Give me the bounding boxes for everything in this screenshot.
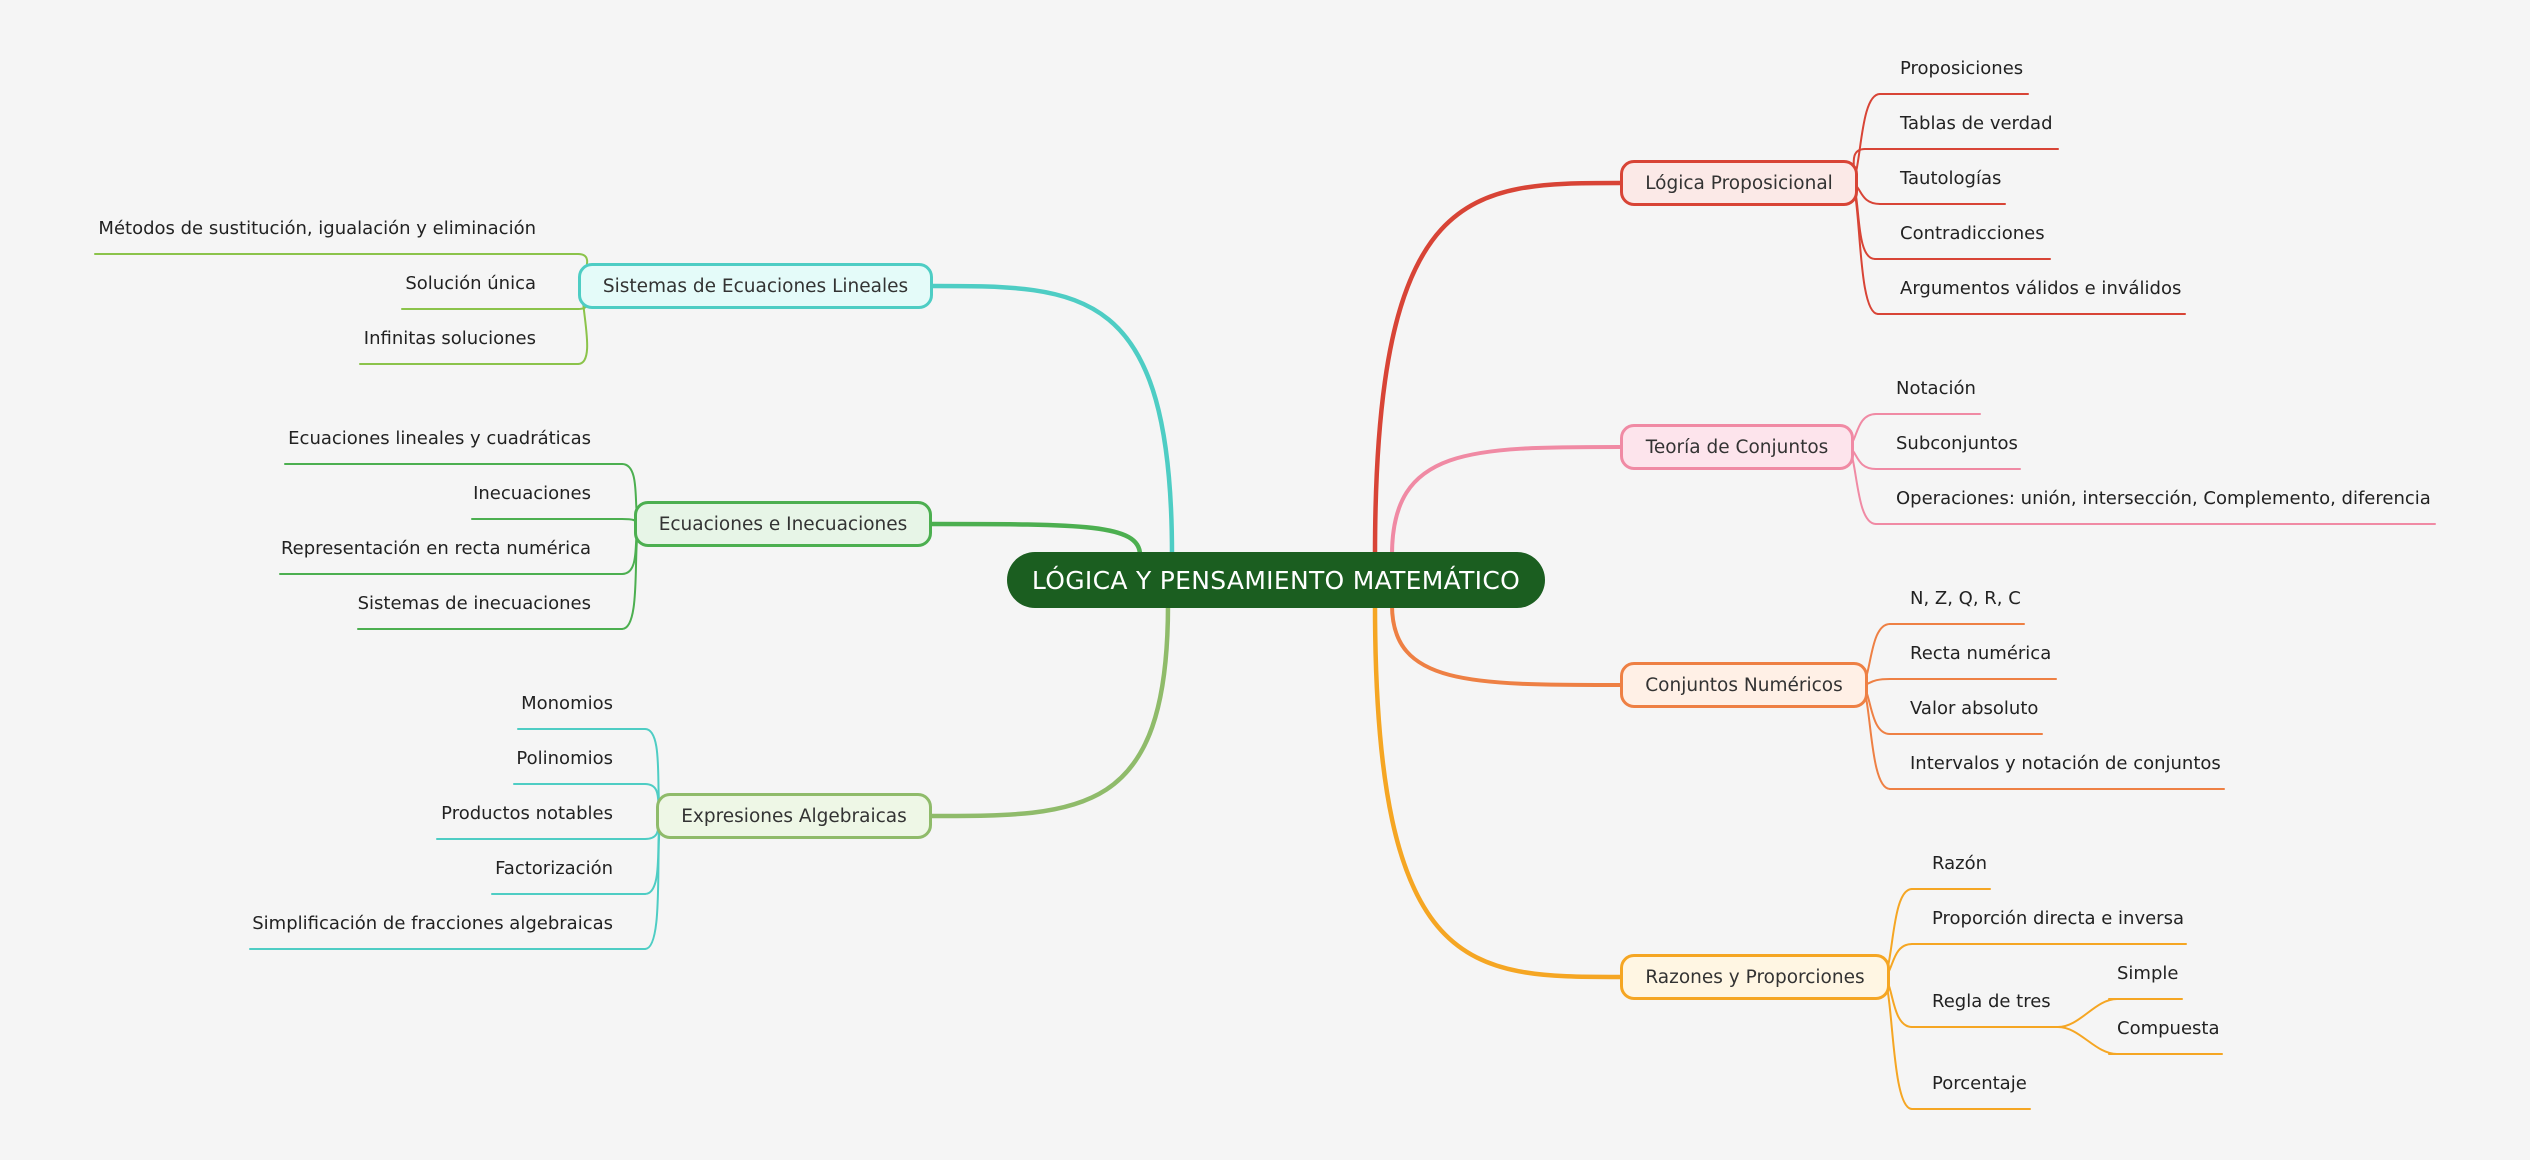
leaf-conjuntos-2[interactable]: Subconjuntos bbox=[1896, 433, 2018, 454]
leaf-ecuaciones-3[interactable]: Representación en recta numérica bbox=[280, 538, 591, 559]
expresiones-trunk-line bbox=[929, 602, 1171, 819]
leaf-logica-5[interactable]: Argumentos válidos e inválidos bbox=[1900, 278, 2182, 299]
leaf-razones-1[interactable]: Razón bbox=[1932, 853, 1988, 874]
leaf-conjuntos-3[interactable]: Operaciones: unión, intersección, Comple… bbox=[1896, 488, 2431, 509]
leaf-razones-3-2[interactable]: Compuesta bbox=[2117, 1018, 2220, 1039]
sistemas-trunk-line bbox=[930, 283, 1175, 558]
leaf-logica-3[interactable]: Tautologías bbox=[1900, 168, 2002, 189]
razones-sub-connector-2 bbox=[2057, 1026, 2118, 1055]
leaf-ecuaciones-4[interactable]: Sistemas de inecuaciones bbox=[357, 593, 591, 614]
leaf-numericos-3[interactable]: Valor absoluto bbox=[1910, 698, 2039, 719]
leaf-numericos-1[interactable]: N, Z, Q, R, C bbox=[1910, 588, 2021, 609]
branch-ecuaciones[interactable]: Ecuaciones e Inecuaciones bbox=[634, 501, 932, 547]
branch-sistemas[interactable]: Sistemas de Ecuaciones Lineales bbox=[578, 263, 933, 309]
leaf-numericos-4[interactable]: Intervalos y notación de conjuntos bbox=[1910, 753, 2221, 774]
leaf-conjuntos-1[interactable]: Notación bbox=[1896, 378, 1976, 399]
conjuntos-trunk-line bbox=[1390, 445, 1622, 557]
branch-numericos[interactable]: Conjuntos Numéricos bbox=[1620, 662, 1868, 708]
leaf-ecuaciones-2[interactable]: Inecuaciones bbox=[473, 483, 591, 504]
branch-razones[interactable]: Razones y Proporciones bbox=[1620, 954, 1890, 1000]
logica-trunk-line bbox=[1372, 180, 1623, 558]
leaf-ecuaciones-1[interactable]: Ecuaciones lineales y cuadráticas bbox=[288, 428, 591, 449]
razones-trunk-line bbox=[1372, 602, 1623, 980]
leaf-razones-2[interactable]: Proporción directa e inversa bbox=[1932, 908, 2184, 929]
leaf-sistemas-1[interactable]: Métodos de sustitución, igualación y eli… bbox=[98, 218, 536, 239]
leaf-razones-3-1[interactable]: Simple bbox=[2117, 963, 2179, 984]
leaf-expresiones-1[interactable]: Monomios bbox=[521, 693, 613, 714]
numericos-trunk-line bbox=[1390, 603, 1622, 687]
leaf-expresiones-2[interactable]: Polinomios bbox=[516, 748, 613, 769]
leaf-logica-4[interactable]: Contradicciones bbox=[1900, 223, 2045, 244]
central-topic[interactable]: LÓGICA Y PENSAMIENTO MATEMÁTICO bbox=[1007, 552, 1545, 608]
branch-expresiones[interactable]: Expresiones Algebraicas bbox=[656, 793, 932, 839]
leaf-sistemas-2[interactable]: Solución única bbox=[405, 273, 536, 294]
leaf-logica-2[interactable]: Tablas de verdad bbox=[1900, 113, 2053, 134]
razones-sub-connector-1 bbox=[2057, 998, 2118, 1028]
leaf-logica-1[interactable]: Proposiciones bbox=[1900, 58, 2024, 79]
leaf-expresiones-4[interactable]: Factorización bbox=[495, 858, 613, 879]
leaf-expresiones-3[interactable]: Productos notables bbox=[441, 803, 613, 824]
razones-leaf-connector-4 bbox=[1881, 976, 1913, 1110]
branch-logica[interactable]: Lógica Proposicional bbox=[1620, 160, 1858, 206]
leaf-numericos-2[interactable]: Recta numérica bbox=[1910, 643, 2052, 664]
leaf-razones-4[interactable]: Porcentaje bbox=[1932, 1073, 2027, 1094]
ecuaciones-trunk-line bbox=[929, 521, 1143, 558]
leaf-expresiones-5[interactable]: Simplificación de fracciones algebraicas bbox=[252, 913, 613, 934]
leaf-sistemas-3[interactable]: Infinitas soluciones bbox=[363, 328, 536, 349]
leaf-razones-3[interactable]: Regla de tres bbox=[1932, 991, 2051, 1012]
branch-conjuntos[interactable]: Teoría de Conjuntos bbox=[1620, 424, 1854, 470]
